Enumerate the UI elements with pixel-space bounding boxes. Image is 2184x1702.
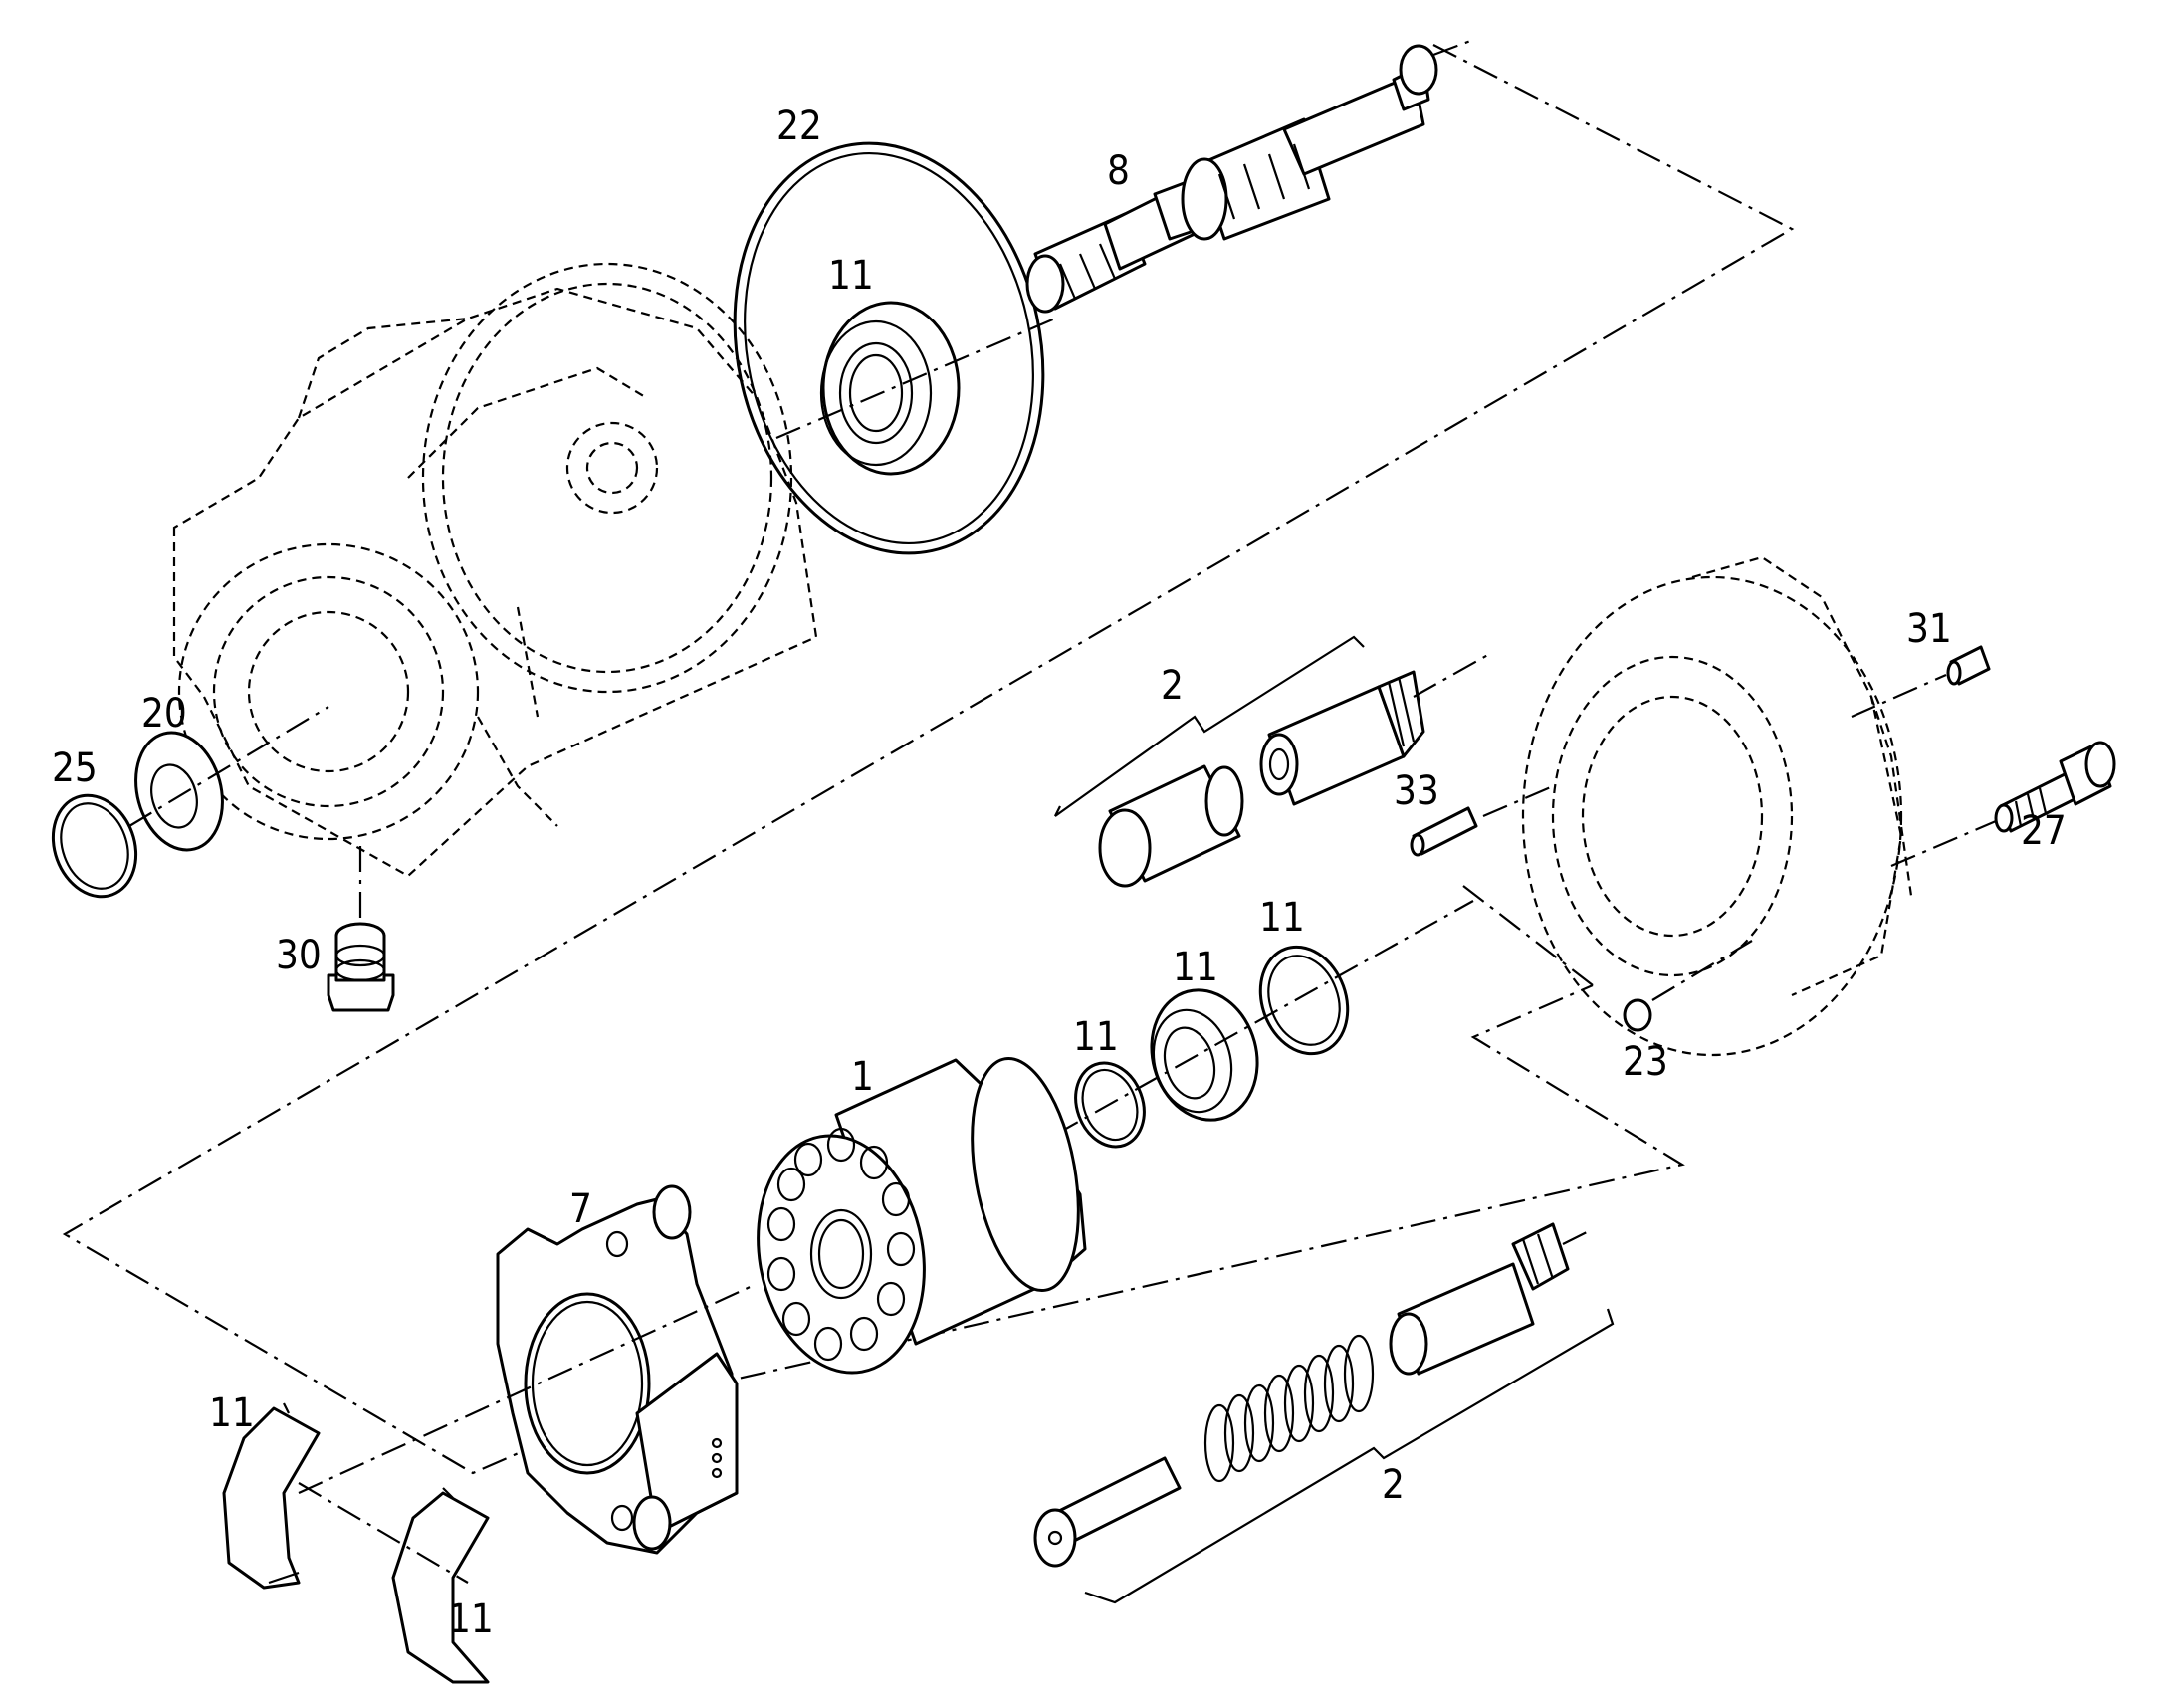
part-2-top-pistons xyxy=(1098,670,1425,888)
callout-11-ring-small: 11 xyxy=(1073,1014,1119,1060)
part-30-plug xyxy=(327,922,395,1012)
centerline-27 xyxy=(1890,819,1997,868)
callout-20: 20 xyxy=(141,691,187,737)
part-11-ring-small xyxy=(1074,1061,1146,1149)
bracket-2-top xyxy=(1054,635,1365,817)
part-11-ring-large xyxy=(1258,945,1350,1056)
centerline-top xyxy=(775,317,1056,440)
centerline-2-top xyxy=(1413,651,1494,698)
callout-11-bearing-mid: 11 xyxy=(1173,945,1218,990)
part-23-oring xyxy=(1623,998,1652,1032)
centerline-2-bottom xyxy=(1562,1228,1594,1245)
centerline-7 xyxy=(298,1282,758,1495)
centerline-31 xyxy=(1851,673,1947,719)
callout-11-shell-left: 11 xyxy=(209,1390,255,1436)
part-31-setscrew xyxy=(1946,645,1991,686)
rear-cover-hidden-outline xyxy=(1521,555,1913,1057)
callout-22: 22 xyxy=(776,104,822,149)
part-1-cylinder-block xyxy=(757,1056,1087,1375)
part-25-snap-ring xyxy=(51,793,138,899)
callout-7: 7 xyxy=(569,1186,592,1232)
housing-hidden-outline xyxy=(172,262,818,878)
centerline-23 xyxy=(1651,940,1753,1001)
part-11-bearing-mid xyxy=(1150,988,1259,1122)
reference-frame-line xyxy=(62,44,1795,1475)
callout-11-bearing-top: 11 xyxy=(828,253,874,299)
callout-1: 1 xyxy=(851,1054,874,1100)
part-7-swash-plate xyxy=(496,1184,739,1555)
callout-8: 8 xyxy=(1107,148,1130,194)
part-11-shell-right xyxy=(391,1487,490,1684)
callout-23: 23 xyxy=(1623,1039,1668,1085)
part-20-seal xyxy=(134,731,224,852)
bracket-2-bottom xyxy=(1084,1308,1615,1604)
part-33-pin xyxy=(1410,806,1478,857)
part-22-disc xyxy=(733,141,1045,555)
callout-27: 27 xyxy=(2021,808,2067,854)
centerline-seal xyxy=(128,706,329,827)
callout-30: 30 xyxy=(276,933,322,978)
centerline-33 xyxy=(1482,784,1554,818)
centerline-shells xyxy=(298,1482,469,1584)
part-2-bottom-piston-group xyxy=(1033,1222,1570,1568)
callout-25: 25 xyxy=(52,745,98,791)
part-8-shaft xyxy=(1025,44,1438,314)
reference-frame-line-2 xyxy=(1462,885,1594,986)
callout-2-bottom: 2 xyxy=(1382,1462,1405,1508)
callout-31: 31 xyxy=(1906,606,1952,652)
callout-33: 33 xyxy=(1394,768,1439,814)
callout-11-ring-large: 11 xyxy=(1259,895,1305,941)
part-11-shell-left xyxy=(222,1402,321,1590)
centerline-shaft xyxy=(1432,38,1474,57)
callout-11-shell-right: 11 xyxy=(448,1596,494,1642)
centerline-mid xyxy=(1054,900,1474,1136)
part-27-bolt xyxy=(1994,741,2116,833)
callout-2-top: 2 xyxy=(1161,663,1184,709)
part-11-bearing-top xyxy=(819,301,961,476)
